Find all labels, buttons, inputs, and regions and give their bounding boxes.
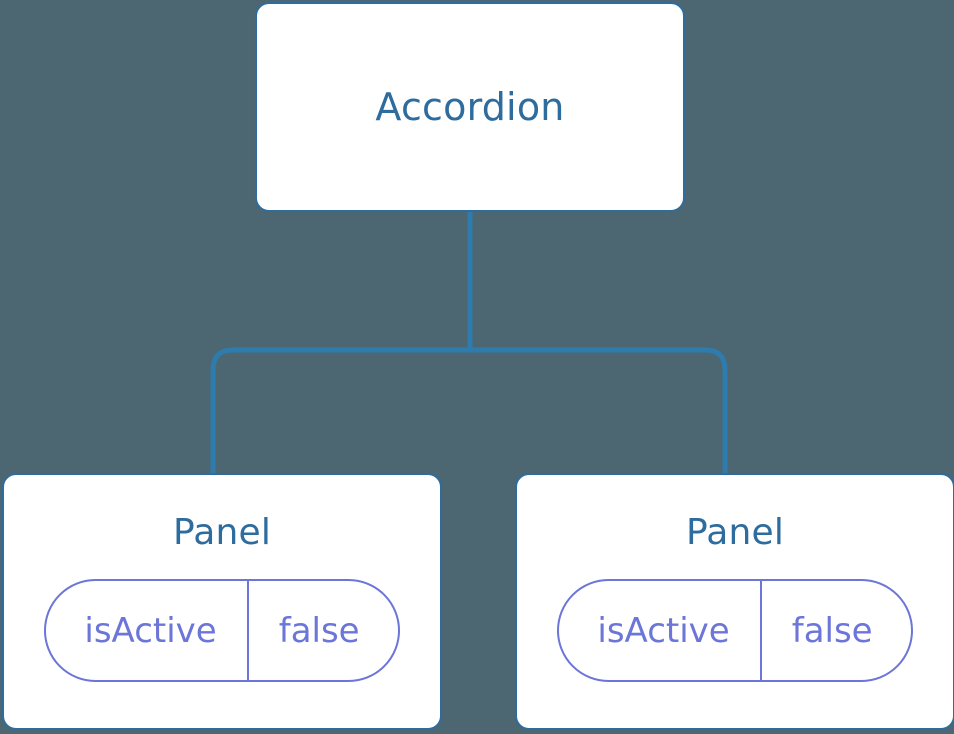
node-accordion[interactable]: Accordion [255, 2, 685, 212]
node-panel-1-label: Panel [172, 512, 272, 553]
node-accordion-label: Accordion [375, 85, 565, 129]
connector-branch-left [210, 347, 470, 475]
prop-pill-isactive-2[interactable]: isActive false [557, 579, 913, 682]
prop-key-1: isActive [84, 610, 217, 651]
node-panel-2[interactable]: Panel isActive false [515, 473, 954, 730]
prop-pill-isactive-1[interactable]: isActive false [44, 579, 400, 682]
prop-key-2: isActive [597, 610, 730, 651]
prop-value-2: false [759, 581, 911, 680]
node-panel-1[interactable]: Panel isActive false [2, 473, 442, 730]
node-panel-2-label: Panel [685, 512, 785, 553]
connector-branch-right [470, 347, 728, 475]
prop-value-1: false [246, 581, 398, 680]
